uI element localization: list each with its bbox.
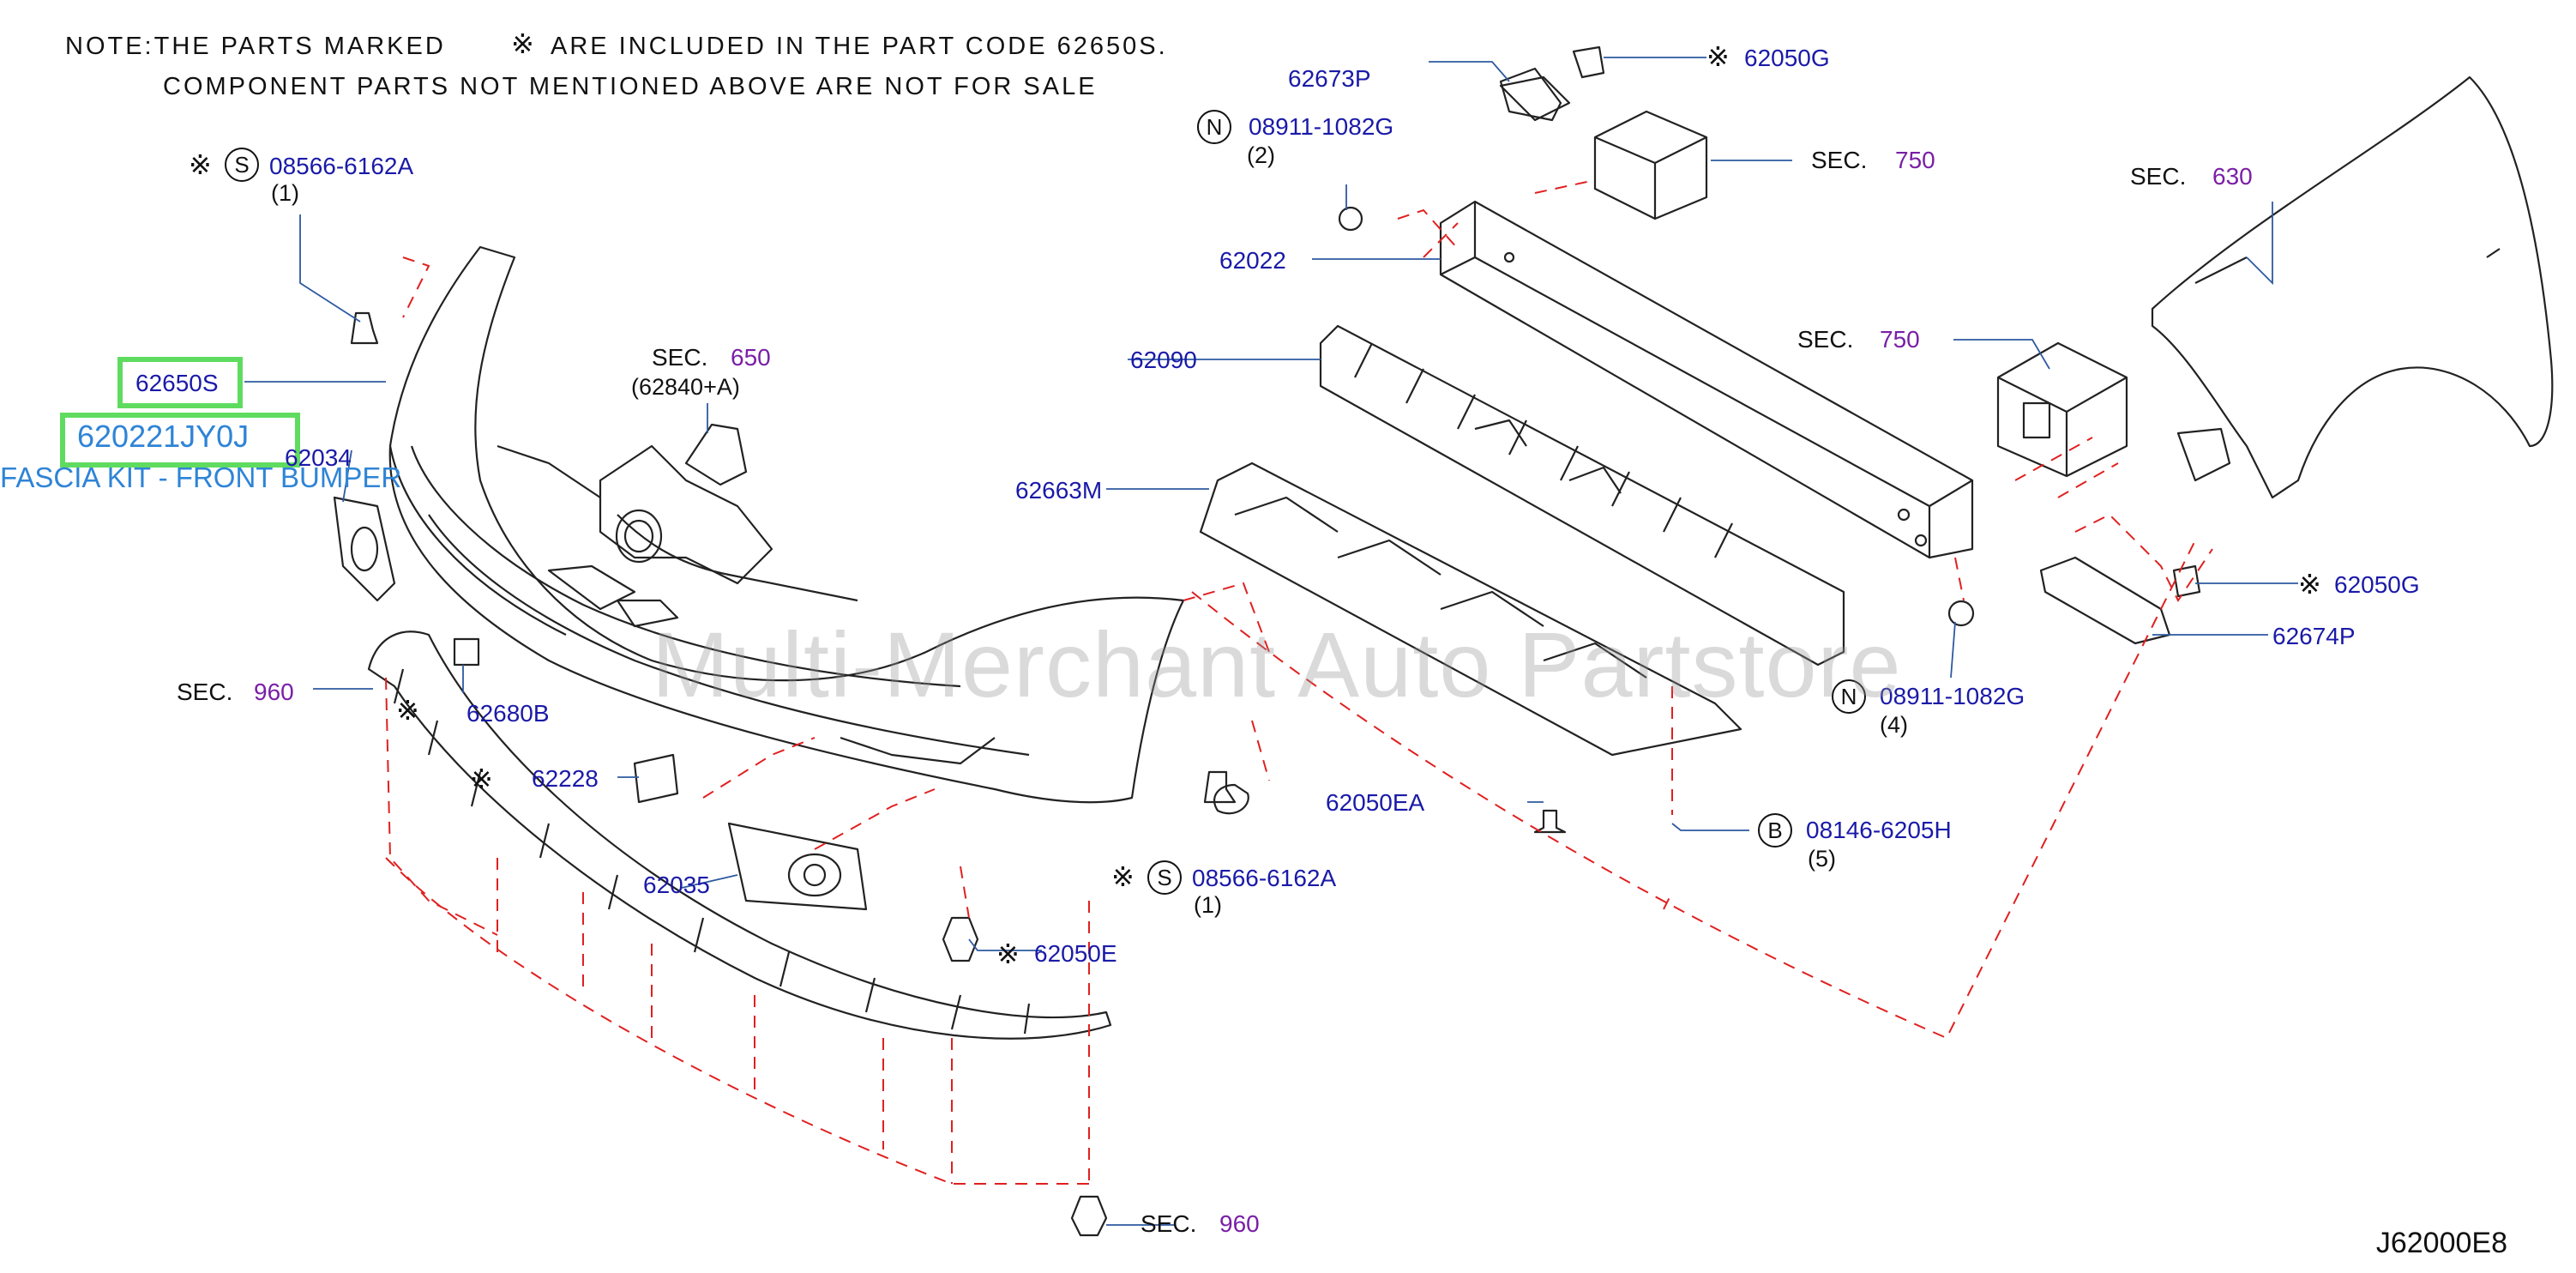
highlight-box-620221JY0J bbox=[60, 413, 300, 468]
qty-08146: (5) bbox=[1808, 846, 1836, 872]
absorber-62090-drawing bbox=[1319, 324, 1845, 667]
circle-N-top: N bbox=[1197, 110, 1231, 144]
lower-spoiler-drawing bbox=[367, 630, 1112, 1040]
cap-62228-drawing bbox=[633, 753, 679, 804]
note-line-1-prefix: NOTE:THE PARTS MARKED bbox=[65, 33, 446, 60]
label-sec-960-left[interactable]: 960 bbox=[254, 679, 294, 705]
label-62034[interactable]: 62034 bbox=[285, 444, 352, 471]
label-62050G-top[interactable]: 62050G bbox=[1744, 45, 1830, 71]
label-sec-960-left-prefix: SEC. bbox=[177, 679, 233, 705]
reinforcement-62022-drawing bbox=[1439, 200, 1974, 559]
qty-08911-bot: (4) bbox=[1880, 712, 1908, 738]
label-sec-750-mid-prefix: SEC. bbox=[1797, 326, 1854, 353]
watermark: Multi-Merchant Auto Partstore bbox=[652, 612, 1902, 716]
label-sec-750-top[interactable]: 750 bbox=[1895, 147, 1935, 173]
circle-B: B bbox=[1758, 813, 1792, 848]
label-08566-6162A-top[interactable]: 08566-6162A bbox=[269, 153, 414, 179]
label-sec-960-bot-prefix: SEC. bbox=[1141, 1210, 1197, 1237]
label-sec-960-bot[interactable]: 960 bbox=[1219, 1210, 1260, 1237]
clips-drawing bbox=[350, 45, 2201, 1237]
note-mark-symbol: ※ bbox=[511, 28, 534, 59]
note-line-1-suffix: ARE INCLUDED IN THE PART CODE 62650S. bbox=[551, 33, 1168, 60]
undercover-62663M-drawing bbox=[1199, 462, 1742, 757]
fog-bezel-62035-drawing bbox=[727, 822, 868, 911]
circle-S-bot: S bbox=[1147, 860, 1182, 895]
mark-62228: ※ bbox=[470, 763, 493, 794]
qty-08566-bot: (1) bbox=[1194, 892, 1222, 918]
label-62674P[interactable]: 62674P bbox=[2272, 623, 2356, 649]
label-62663M[interactable]: 62663M bbox=[1015, 477, 1103, 504]
diagram-code: J62000E8 bbox=[2375, 1227, 2507, 1259]
circle-N-bot: N bbox=[1832, 679, 1866, 714]
bracket-62034-drawing bbox=[333, 496, 396, 602]
label-62090[interactable]: 62090 bbox=[1130, 347, 1197, 373]
label-62050E[interactable]: 62050E bbox=[1034, 940, 1117, 967]
mark-lip: ※ bbox=[396, 695, 419, 726]
label-62673P[interactable]: 62673P bbox=[1288, 65, 1371, 92]
label-sec-650[interactable]: 650 bbox=[731, 344, 771, 371]
label-62050EA[interactable]: 62050EA bbox=[1326, 789, 1425, 816]
mark-62050G-top: ※ bbox=[1706, 41, 1730, 72]
label-sec-750-mid[interactable]: 750 bbox=[1880, 326, 1920, 353]
label-62680B[interactable]: 62680B bbox=[466, 700, 550, 727]
mark-62050G-right: ※ bbox=[2298, 569, 2321, 600]
label-08911-1082G-bot[interactable]: 08911-1082G bbox=[1880, 683, 2025, 709]
label-08146-6205H[interactable]: 08146-6205H bbox=[1806, 817, 1952, 843]
qty-08911-top: (2) bbox=[1247, 142, 1275, 168]
leader-lines bbox=[244, 57, 2298, 1226]
label-62228[interactable]: 62228 bbox=[532, 765, 599, 792]
label-62650S[interactable]: 62650S bbox=[135, 370, 219, 396]
label-08911-1082G-top[interactable]: 08911-1082G bbox=[1249, 113, 1394, 140]
mark-62050E: ※ bbox=[996, 938, 1020, 969]
bracket-62673P-drawing bbox=[1499, 67, 1562, 122]
highlight-box-62650S bbox=[117, 357, 243, 408]
label-62050G-right[interactable]: 62050G bbox=[2334, 571, 2420, 598]
note-line-2: COMPONENT PARTS NOT MENTIONED ABOVE ARE … bbox=[163, 73, 1098, 100]
label-620221JY0J[interactable]: 620221JY0J bbox=[77, 419, 250, 454]
bracket-sec750-mid-drawing bbox=[1996, 341, 2128, 478]
label-sec-650-prefix: SEC. bbox=[652, 344, 708, 371]
circle-S-top: S bbox=[225, 148, 259, 182]
fender-sec630-drawing bbox=[2151, 75, 2554, 499]
bracket-62674P-drawing bbox=[2039, 556, 2171, 645]
bumper-fascia-drawing bbox=[388, 245, 1185, 804]
mark-08566-bot: ※ bbox=[1111, 861, 1135, 892]
assembly-dashed-lines bbox=[385, 179, 2213, 1185]
label-sec-750-top-prefix: SEC. bbox=[1811, 147, 1868, 173]
bracket-sec750-top-drawing bbox=[1499, 75, 1708, 220]
sec650-part-drawing bbox=[684, 423, 748, 486]
label-62840-A: (62840+A) bbox=[631, 374, 740, 400]
clip-62680B-drawing bbox=[453, 637, 480, 667]
label-62022[interactable]: 62022 bbox=[1219, 247, 1286, 274]
label-sec-630[interactable]: 630 bbox=[2212, 163, 2253, 190]
qty-08566-top: (1) bbox=[271, 180, 299, 206]
label-62035[interactable]: 62035 bbox=[643, 872, 710, 898]
label-08566-6162A-bot[interactable]: 08566-6162A bbox=[1192, 865, 1337, 891]
description-fascia-kit: FASCIA KIT - FRONT BUMPER bbox=[0, 462, 402, 493]
label-sec-630-prefix: SEC. bbox=[2130, 163, 2187, 190]
mark-08566-top: ※ bbox=[189, 149, 212, 180]
